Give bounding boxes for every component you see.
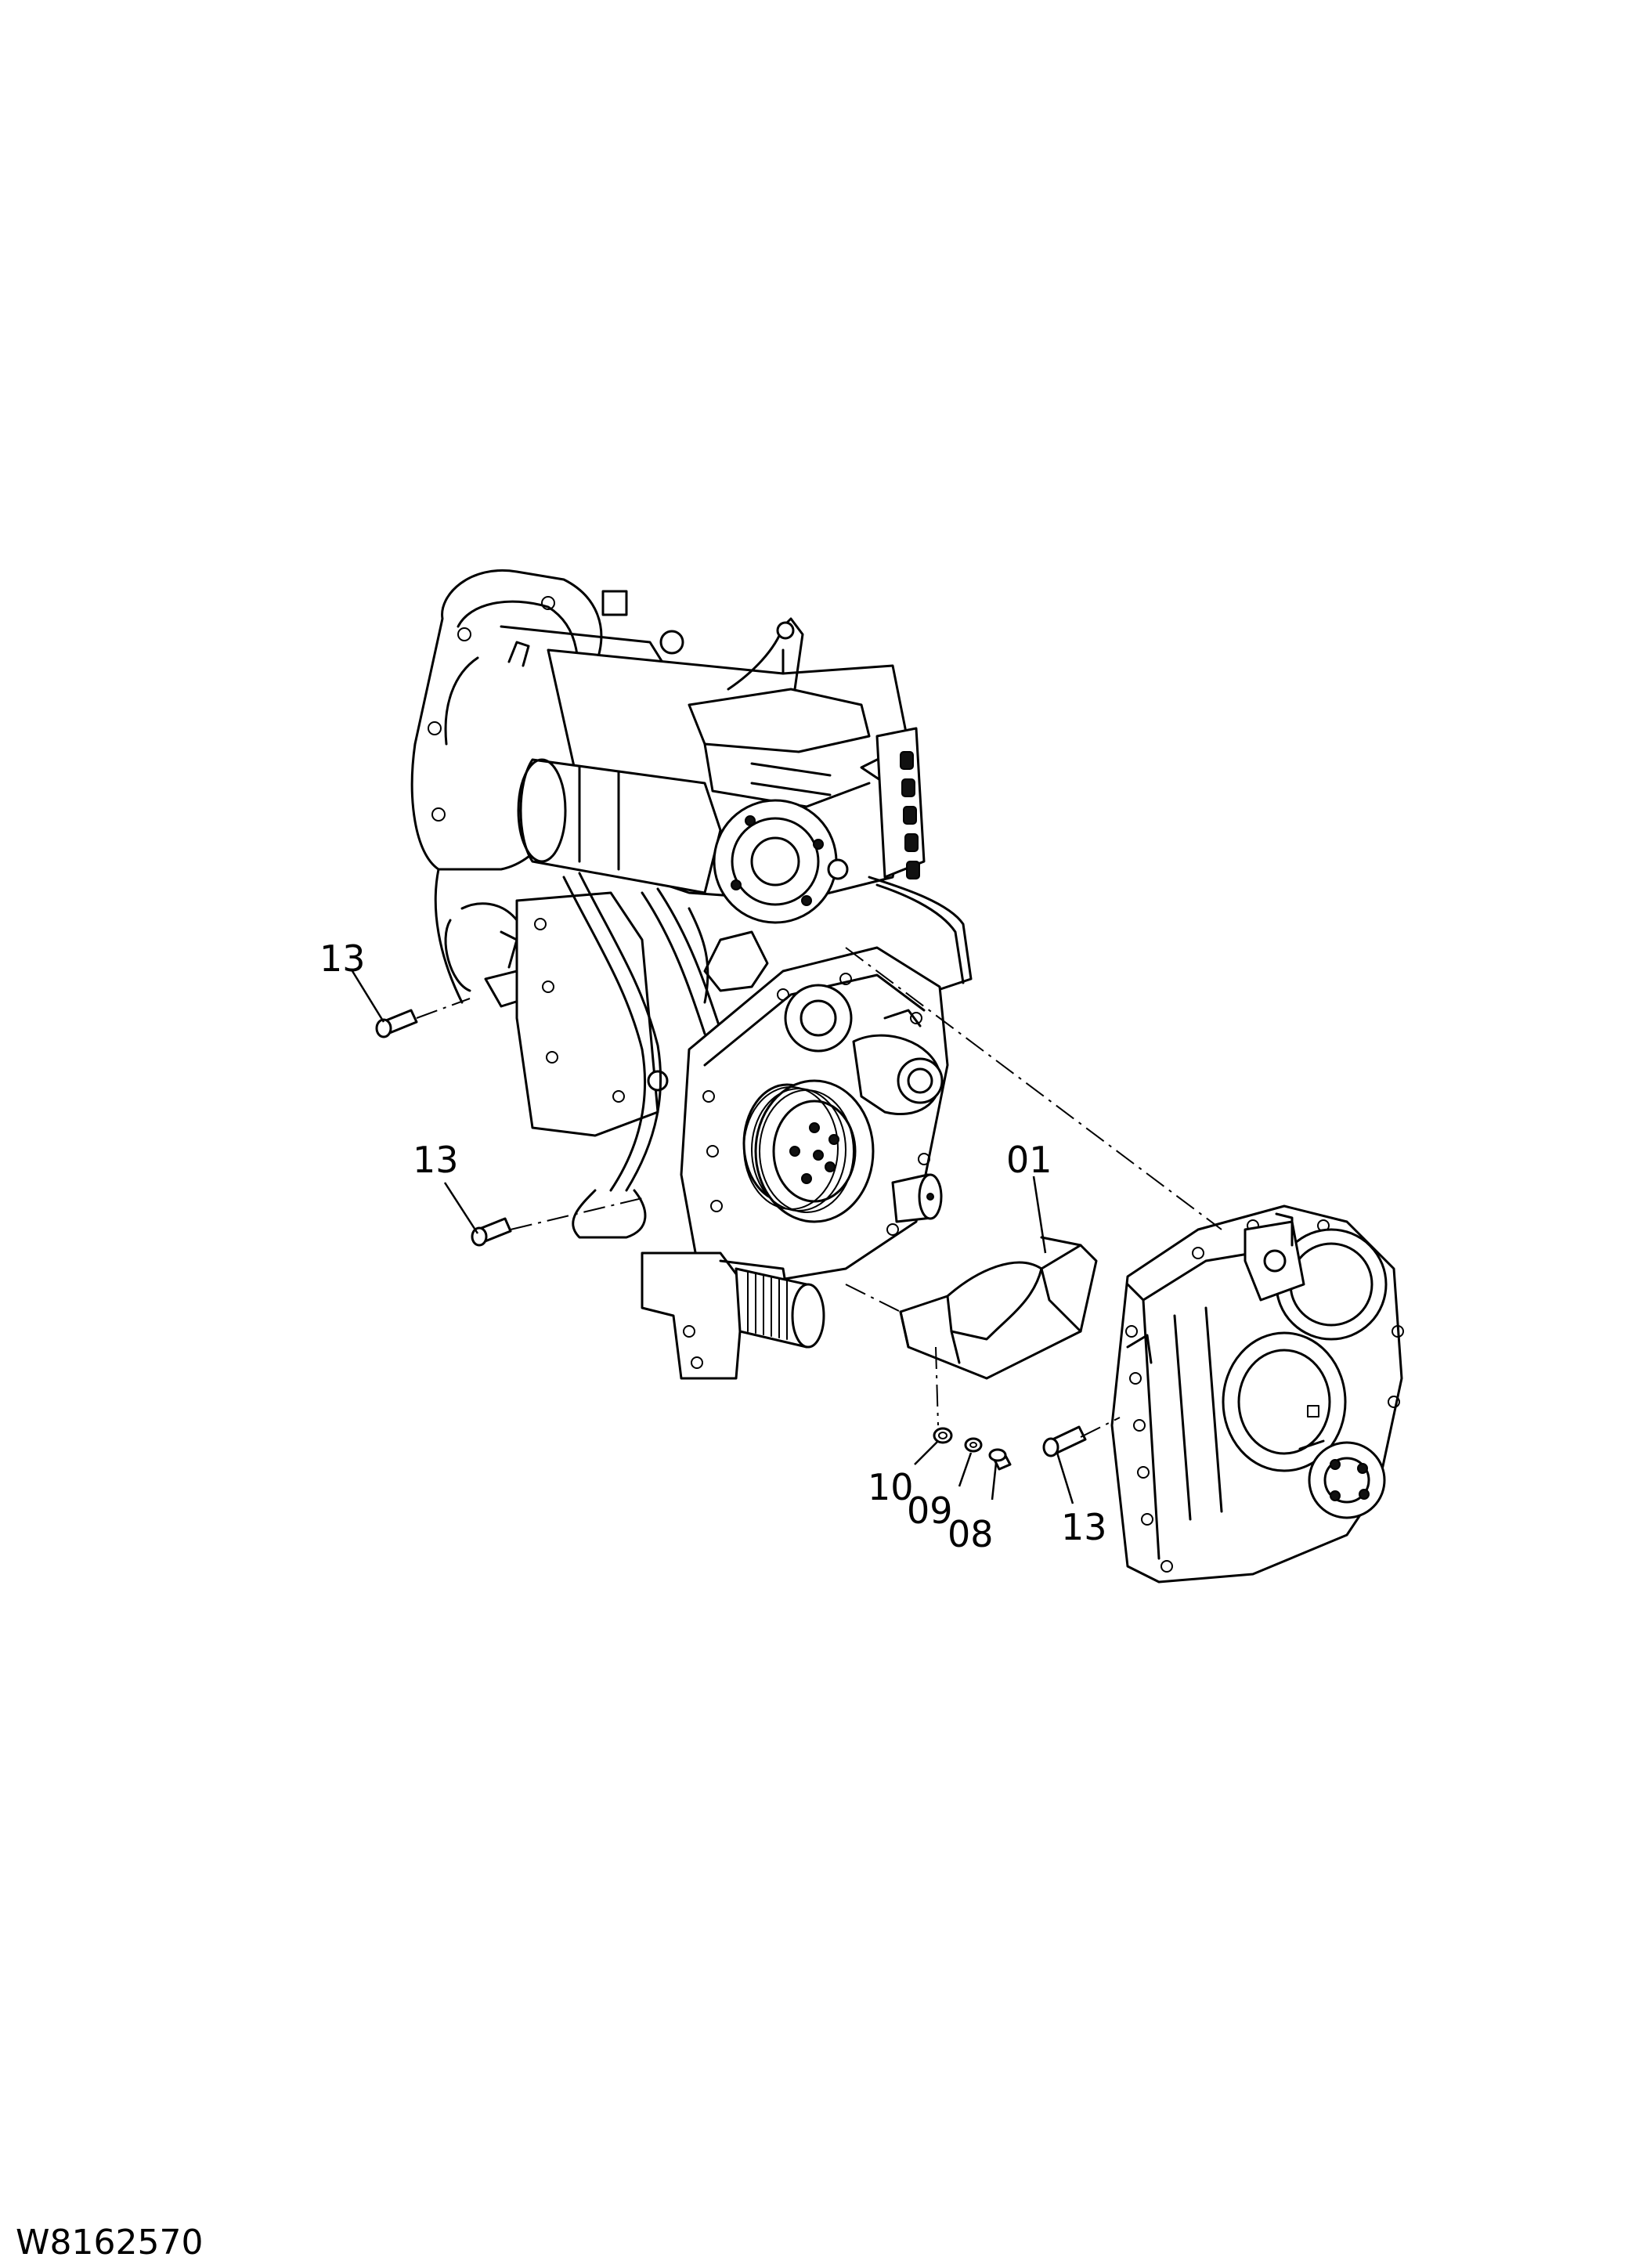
callout-08: 08 <box>948 1513 994 1555</box>
filter-ribs <box>747 1272 788 1340</box>
callout-13-lower-left: 13 <box>413 1139 459 1181</box>
callout-10: 10 <box>868 1466 914 1508</box>
part-08-bolt <box>988 1448 1012 1471</box>
figure-id: W8162570 <box>16 2223 203 2263</box>
part-13-bolt-right <box>1042 1425 1087 1457</box>
callout-leaders <box>351 970 1074 1504</box>
transmission-assembly <box>410 569 973 1380</box>
callout-09: 09 <box>907 1490 953 1532</box>
part-13-bolt-lower-left <box>471 1217 512 1247</box>
callout-01: 01 <box>1006 1139 1052 1181</box>
part-10-nut <box>933 1427 953 1444</box>
assembly-lines <box>416 947 1222 1438</box>
callout-13-right: 13 <box>1061 1506 1107 1548</box>
rear-housing <box>1110 1204 1404 1584</box>
pulley-grooves <box>743 1086 854 1213</box>
callout-13-upper-left: 13 <box>319 937 366 980</box>
part-01-guard <box>899 1236 1098 1380</box>
part-13-bolt-upper-left <box>375 1009 418 1038</box>
part-09-washer <box>964 1437 983 1453</box>
